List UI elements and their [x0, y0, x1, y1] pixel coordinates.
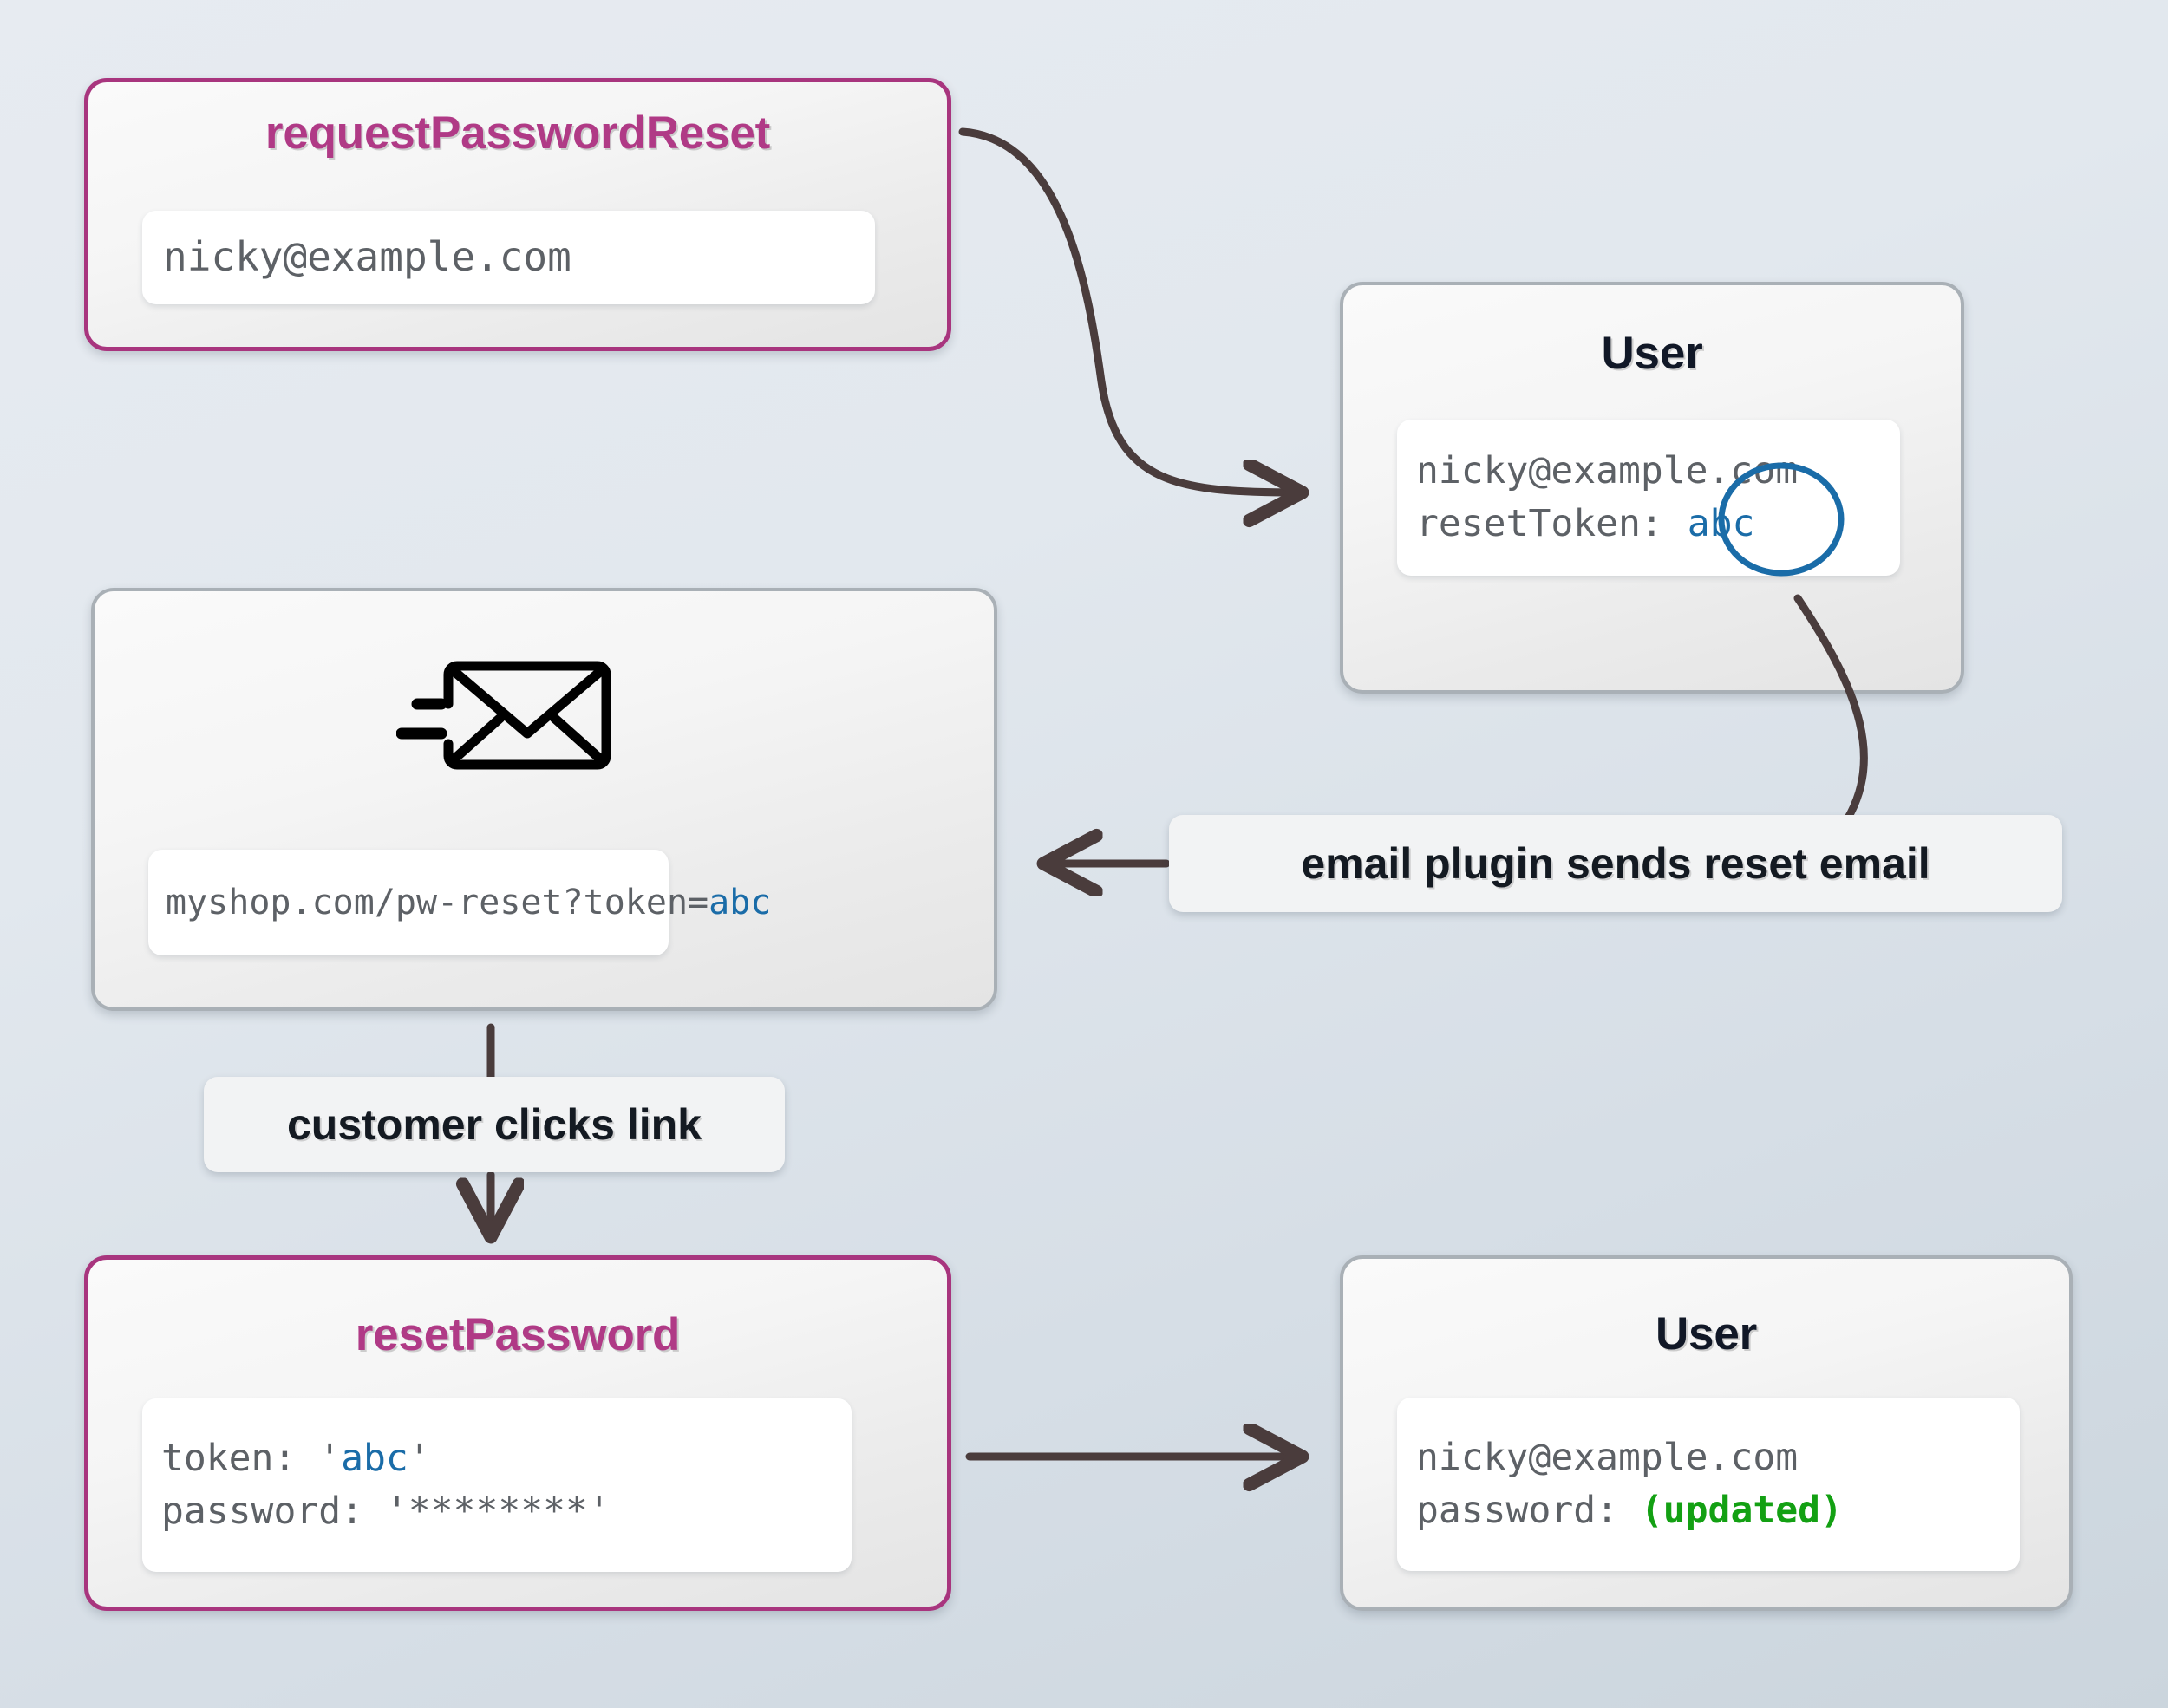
field-user-bottom-password-value: (updated)	[1640, 1489, 1843, 1532]
node-title-request-password-reset: requestPasswordReset	[264, 108, 771, 159]
node-user-bottom[interactable]: User nicky@example.com password: (update…	[1340, 1255, 2073, 1611]
field-reset-token-row: token: 'abc'	[161, 1432, 852, 1485]
field-reset-token-value: abc	[341, 1436, 408, 1480]
panel-user-top-fields: nicky@example.com resetToken: abc	[1397, 420, 1900, 576]
edge-label-customer-clicks: customer clicks link	[204, 1077, 785, 1172]
field-user-top-email: nicky@example.com	[1416, 448, 1799, 492]
edge-request-to-user	[958, 127, 1301, 492]
field-user-bottom-password-label: password:	[1416, 1489, 1641, 1532]
field-reset-password-label: password:	[161, 1490, 386, 1533]
edge-label-email-plugin: email plugin sends reset email	[1169, 815, 2062, 912]
node-request-password-reset[interactable]: requestPasswordReset nicky@example.com	[84, 78, 951, 351]
field-user-top-token-label: resetToken:	[1416, 502, 1663, 545]
field-reset-token-quote-close: '	[408, 1436, 431, 1480]
panel-request-email: nicky@example.com	[142, 211, 875, 304]
field-reset-password-value: '********'	[385, 1490, 611, 1533]
panel-reset-password-args: token: 'abc' password: '********'	[142, 1398, 852, 1572]
node-user-top[interactable]: User nicky@example.com resetToken: abc	[1340, 282, 1964, 694]
node-reset-password[interactable]: resetPassword token: 'abc' password: '**…	[84, 1255, 951, 1611]
field-reset-token-label: token:	[161, 1436, 319, 1480]
node-title-reset-password: resetPassword	[355, 1309, 681, 1360]
envelope-send-icon	[395, 650, 613, 780]
field-reset-url-token: abc	[709, 882, 772, 922]
node-email-message[interactable]: myshop.com/pw-reset?token=abc	[91, 588, 997, 1011]
panel-email-url: myshop.com/pw-reset?token=abc	[148, 850, 771, 955]
panel-user-bottom-fields: nicky@example.com password: (updated)	[1397, 1398, 2020, 1571]
field-user-bottom-email: nicky@example.com	[1416, 1435, 1799, 1479]
field-reset-password-row: password: '********'	[161, 1485, 852, 1538]
field-user-top-token-row: resetToken: abc	[1416, 498, 1900, 551]
field-reset-url: myshop.com/pw-reset?token=abc	[166, 878, 771, 928]
node-title-user-top: User	[1601, 328, 1703, 379]
node-title-user-bottom: User	[1655, 1308, 1758, 1359]
field-user-top-token-value: abc	[1687, 502, 1755, 545]
field-email: nicky@example.com	[163, 233, 571, 281]
field-reset-url-prefix: myshop.com/pw-reset?token=	[166, 882, 709, 922]
field-user-bottom-password-row: password: (updated)	[1416, 1484, 2020, 1537]
field-reset-token-quote-open: '	[318, 1436, 342, 1480]
